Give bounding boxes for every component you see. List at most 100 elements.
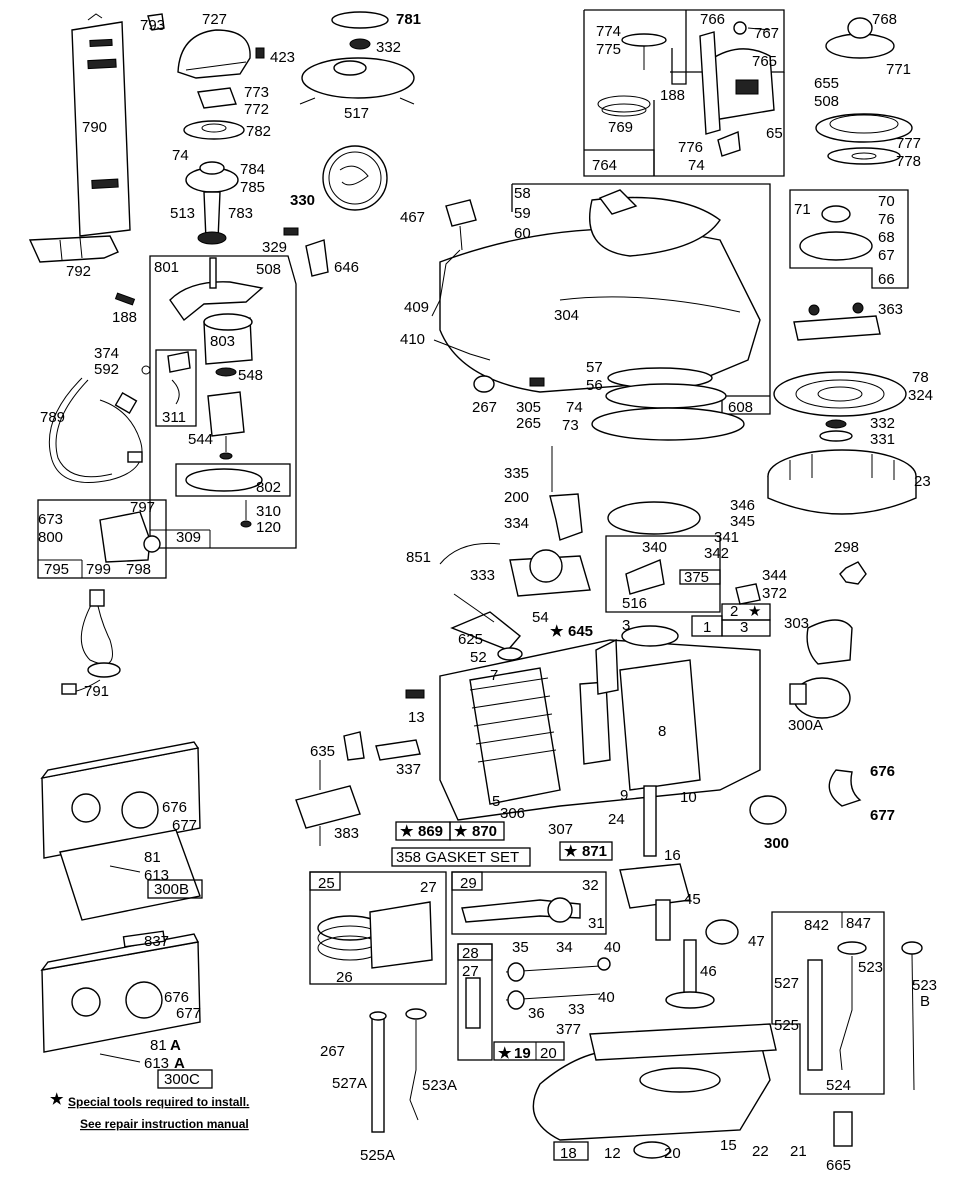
part-774-775-handle — [621, 33, 667, 70]
part-298-nut — [839, 561, 867, 585]
label-784: 784 — [240, 161, 265, 178]
part-332-nut — [349, 38, 371, 50]
part-803-housing — [203, 313, 253, 365]
label-40b: 40 — [598, 989, 615, 1006]
label-346: 346 — [730, 497, 755, 514]
label-801: 801 — [154, 259, 179, 276]
label-67: 67 — [878, 247, 895, 264]
label-790: 790 — [82, 119, 107, 136]
label-300b: 300B — [154, 881, 189, 898]
label-12: 12 — [604, 1145, 621, 1162]
kit-box-25-piston — [309, 871, 447, 985]
label-1: 1 — [703, 619, 711, 636]
label-803: 803 — [210, 333, 235, 350]
label-645: 645 — [568, 623, 593, 640]
part-13-bolt — [405, 689, 425, 699]
part-789-harness — [48, 377, 143, 483]
kit-box-608 — [511, 183, 771, 415]
label-769: 769 — [608, 119, 633, 136]
label-74a: 74 — [172, 147, 189, 164]
part-548-washer — [215, 367, 237, 377]
label-7: 7 — [490, 667, 498, 684]
label-36: 36 — [528, 1005, 545, 1022]
part-423-screw — [255, 47, 265, 59]
kit-box-802 — [175, 463, 291, 497]
label-525: 525 — [774, 1017, 799, 1034]
label-608: 608 — [728, 399, 753, 416]
kit-box-19-20 — [493, 1041, 565, 1061]
label-303: 303 — [784, 615, 809, 632]
part-766-767 — [733, 21, 771, 35]
part-765-housing — [699, 31, 775, 135]
label-304: 304 — [554, 307, 579, 324]
label-307: 307 — [548, 821, 573, 838]
label-58: 58 — [514, 185, 531, 202]
kit-box-764 — [583, 9, 785, 177]
label-33: 33 — [568, 1001, 585, 1018]
label-star-871: ★ — [564, 843, 578, 860]
label-333: 333 — [470, 567, 495, 584]
label-870: 870 — [472, 823, 497, 840]
label-837: 837 — [144, 933, 169, 950]
label-851: 851 — [406, 549, 431, 566]
label-3b: 3 — [740, 619, 748, 636]
label-677a: 677 — [870, 807, 895, 824]
label-372: 372 — [762, 585, 787, 602]
part-769-spring — [597, 95, 651, 117]
label-45: 45 — [684, 891, 701, 908]
part-625-intake — [450, 593, 522, 651]
label-508a: 508 — [256, 261, 281, 278]
label-71: 71 — [794, 201, 811, 218]
label-768: 768 — [872, 11, 897, 28]
part-784-starter-motor — [185, 161, 239, 245]
part-267-305 — [473, 375, 545, 393]
part-801-bracket — [169, 257, 264, 322]
label-842: 842 — [804, 917, 829, 934]
label-772: 772 — [244, 101, 269, 118]
label-74b: 74 — [688, 157, 705, 174]
label-24: 24 — [608, 811, 625, 828]
part-57-56-pulley — [605, 367, 727, 409]
part-544-armature — [207, 391, 245, 460]
part-52-gasket — [497, 647, 523, 661]
label-54: 54 — [532, 609, 549, 626]
label-46: 46 — [700, 963, 717, 980]
label-188a: 188 — [112, 309, 137, 326]
label-330: 330 — [290, 192, 315, 209]
label-776: 776 — [678, 139, 703, 156]
label-375: 375 — [684, 569, 709, 586]
label-613b-suffix: A — [174, 1055, 185, 1072]
label-727: 727 — [202, 11, 227, 28]
footnote: ★ Special tools required to install. See… — [50, 1091, 249, 1131]
part-410-link — [433, 339, 491, 361]
label-344: 344 — [762, 567, 787, 584]
label-467: 467 — [400, 209, 425, 226]
kit-box-1-2-3 — [691, 603, 771, 637]
label-15: 15 — [720, 1137, 737, 1154]
footnote-star: ★ — [50, 1091, 64, 1108]
footnote-line2: See repair instruction manual — [80, 1117, 249, 1131]
part-776-bracket — [717, 131, 741, 157]
label-655: 655 — [814, 75, 839, 92]
label-47: 47 — [748, 933, 765, 950]
label-793: 793 — [140, 17, 165, 34]
label-331: 331 — [870, 431, 895, 448]
label-188b: 188 — [660, 87, 685, 104]
label-5: 5 — [492, 793, 500, 810]
label-267a: 267 — [472, 399, 497, 416]
label-527: 527 — [774, 975, 799, 992]
label-847: 847 — [846, 915, 871, 932]
label-781: 781 — [396, 11, 421, 28]
part-467-cap — [445, 199, 477, 251]
label-3a: 3 — [622, 617, 630, 634]
label-635: 635 — [310, 743, 335, 760]
part-790-tank — [71, 13, 131, 237]
label-765: 765 — [752, 53, 777, 70]
part-20-seal — [633, 1141, 671, 1159]
part-188-screw — [114, 292, 136, 306]
label-10: 10 — [680, 789, 697, 806]
label-27b: 27 — [462, 963, 479, 980]
label-332a: 332 — [376, 39, 401, 56]
label-527a: 527A — [332, 1075, 367, 1092]
label-778: 778 — [896, 153, 921, 170]
